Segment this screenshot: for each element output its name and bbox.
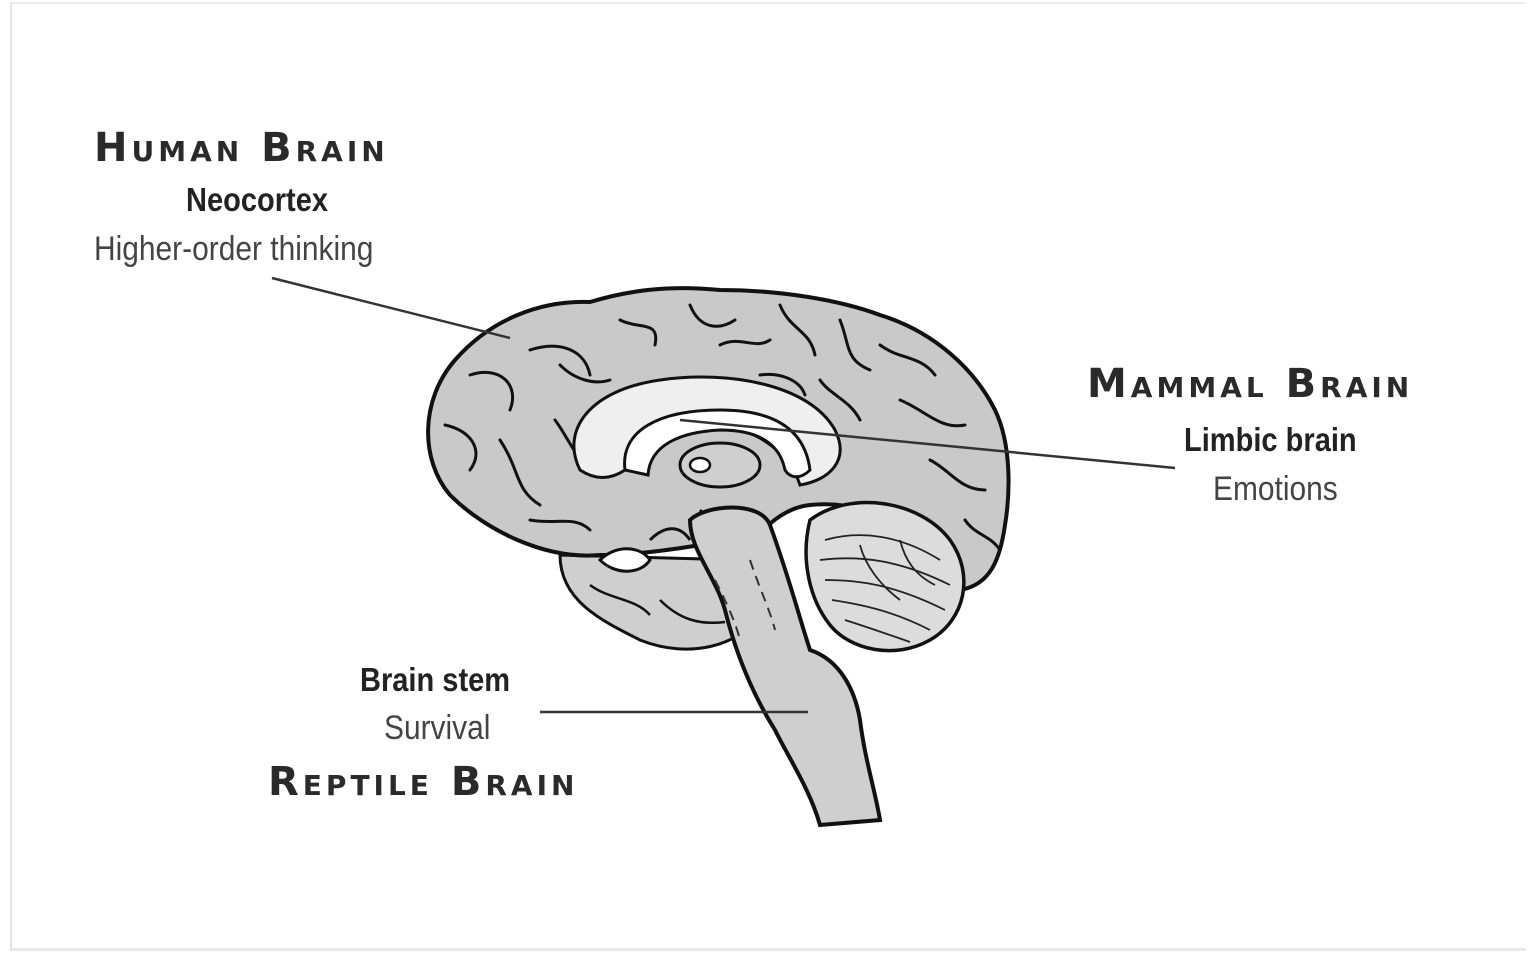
human-brain-leader-line — [272, 278, 510, 338]
brain-stem-label: Brain stem — [360, 661, 510, 699]
higher-order-thinking-label: Higher-order thinking — [94, 230, 373, 268]
mammal-brain-title: Mammal Brain — [1087, 362, 1413, 406]
human-brain-title: Human Brain — [94, 126, 389, 170]
emotions-label: Emotions — [1213, 470, 1338, 508]
survival-label: Survival — [384, 709, 490, 747]
reptile-brain-title: Reptile Brain — [268, 760, 578, 804]
limbic-brain-label: Limbic brain — [1184, 421, 1357, 459]
neocortex-label: Neocortex — [186, 181, 328, 219]
